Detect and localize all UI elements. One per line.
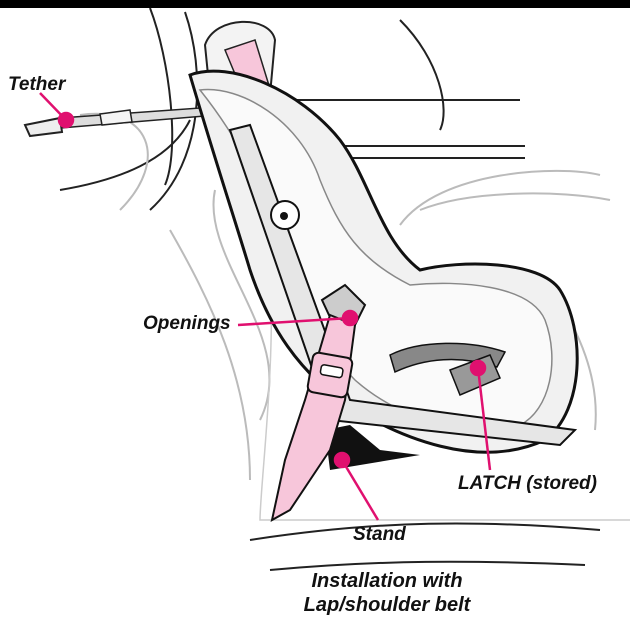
top-border bbox=[0, 0, 630, 8]
tether-label: Tether bbox=[8, 75, 65, 96]
caption-line-2: Lap/shoulder belt bbox=[262, 593, 512, 617]
tether-adjuster bbox=[100, 110, 132, 125]
tether-callout-dot bbox=[59, 113, 73, 127]
stand-label: Stand bbox=[353, 525, 406, 546]
caption: Installation with Lap/shoulder belt bbox=[262, 569, 512, 617]
latch-callout-dot bbox=[471, 361, 485, 375]
tether-hook bbox=[25, 118, 62, 136]
latch-label: LATCH (stored) bbox=[458, 474, 597, 495]
caption-line-1: Installation with bbox=[262, 569, 512, 593]
stand-callout-line bbox=[342, 460, 378, 520]
openings-label: Openings bbox=[143, 314, 231, 335]
belt-guide-pin bbox=[280, 212, 288, 220]
stand-callout-dot bbox=[335, 453, 349, 467]
openings-callout-dot bbox=[343, 311, 357, 325]
